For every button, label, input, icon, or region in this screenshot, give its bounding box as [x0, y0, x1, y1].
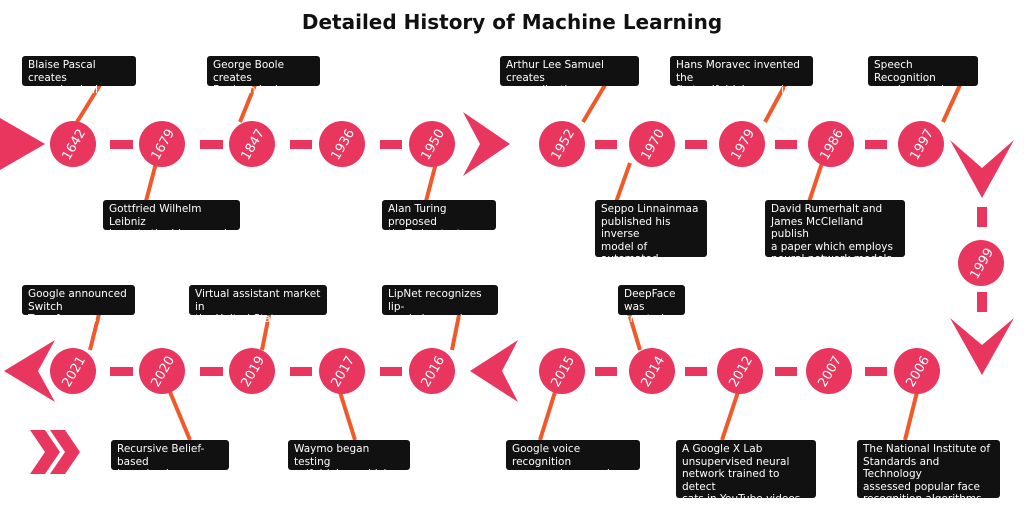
event-box: Blaise Pascal creates a mechanical devic… [22, 56, 136, 109]
connector-line [626, 309, 642, 351]
arrow-left-icon [470, 340, 518, 402]
connector-line [903, 391, 919, 441]
year-circle [229, 121, 275, 167]
year-circle [319, 348, 365, 394]
event-box: Arthur Lee Samuel creates an application [500, 56, 639, 96]
year-circle [409, 348, 455, 394]
track-dash [110, 367, 133, 376]
connector-line [763, 84, 787, 123]
event-box: Seppo Linnainmaa published his inverse m… [595, 200, 707, 278]
track-dash [685, 367, 707, 376]
track-dash [290, 140, 312, 149]
year-circle [50, 121, 96, 167]
connector-line [338, 391, 357, 441]
track-dash [380, 140, 402, 149]
year-circle [894, 348, 940, 394]
connector-line [423, 162, 438, 206]
event-box: A Google X Lab unsupervised neural netwo… [676, 440, 816, 505]
year-circle [629, 348, 675, 394]
track-dash [200, 140, 223, 149]
event-box: Virtual assistant market in the United S… [189, 285, 327, 325]
event-box: Speech Recognition was invented [868, 56, 978, 96]
year-circle [806, 348, 852, 394]
event-box: Alan Turing proposed theTuring test [382, 200, 496, 240]
event-box: George Boole creates Boolean logic [207, 56, 320, 96]
year-circle [808, 121, 854, 167]
track-dash [595, 367, 617, 376]
arrow-down-icon [950, 140, 1014, 198]
connector-line [75, 83, 102, 124]
connector-line [581, 83, 607, 124]
track-dash [200, 367, 223, 376]
event-box: Recursive Belief-based Learning is devel… [111, 440, 229, 493]
year-circle [539, 348, 585, 394]
year-circle [629, 121, 675, 167]
event-box: Google announced Switch Transformers [22, 285, 135, 325]
track-dash [865, 140, 887, 149]
track-dash [685, 140, 707, 149]
track-dash [595, 140, 617, 149]
event-box: Hans Moravec invented the first self-dri… [670, 56, 813, 109]
track-dash [110, 140, 133, 149]
connector-line [88, 309, 102, 351]
double-chevron-logo-icon [50, 430, 80, 474]
arrow-right-icon [463, 112, 510, 176]
event-box: Gottfried Wilhelm Leibniz invents the bi… [103, 200, 240, 240]
connector-line [143, 162, 158, 206]
connector-line [538, 391, 557, 441]
connector-line [720, 391, 740, 441]
event-box: The National Institute of Standards and … [857, 440, 1000, 505]
connector-line [450, 309, 462, 351]
arrow-right-icon [0, 118, 45, 170]
track-dash [775, 140, 797, 149]
year-circle [319, 121, 365, 167]
year-circle [229, 348, 275, 394]
double-chevron-logo-icon [30, 430, 60, 474]
event-box: Google voice recognition program improve… [506, 440, 640, 480]
event-box: DeepFace was created [618, 285, 685, 325]
connector-line [806, 162, 824, 206]
track-dash [865, 367, 887, 376]
connector-line [941, 84, 962, 123]
year-circle [717, 348, 763, 394]
arrow-down-icon [950, 318, 1014, 375]
event-box: Waymo began testing self-driving vehicle… [288, 440, 410, 480]
year-circle [719, 121, 765, 167]
year-circle [139, 121, 185, 167]
year-circle [898, 121, 944, 167]
year-circle [409, 121, 455, 167]
year-circle [958, 240, 1004, 286]
event-box: David Rumerhalt and James McClelland pub… [765, 200, 905, 265]
event-box: LipNet recognizes lip- read phrases in v… [382, 285, 498, 338]
page-title: Detailed History of Machine Learning [301, 10, 723, 34]
track-dash [775, 367, 797, 376]
track-dash [977, 292, 987, 312]
connector-line [613, 162, 632, 206]
track-dash [380, 367, 402, 376]
connector-line [260, 309, 272, 351]
track-dash [290, 367, 312, 376]
track-dash [977, 207, 987, 227]
connector-line [168, 391, 192, 441]
year-circle [50, 348, 96, 394]
year-circle [139, 348, 185, 394]
arrow-left-icon [4, 340, 55, 402]
year-circle [539, 121, 585, 167]
connector-line [238, 84, 257, 123]
